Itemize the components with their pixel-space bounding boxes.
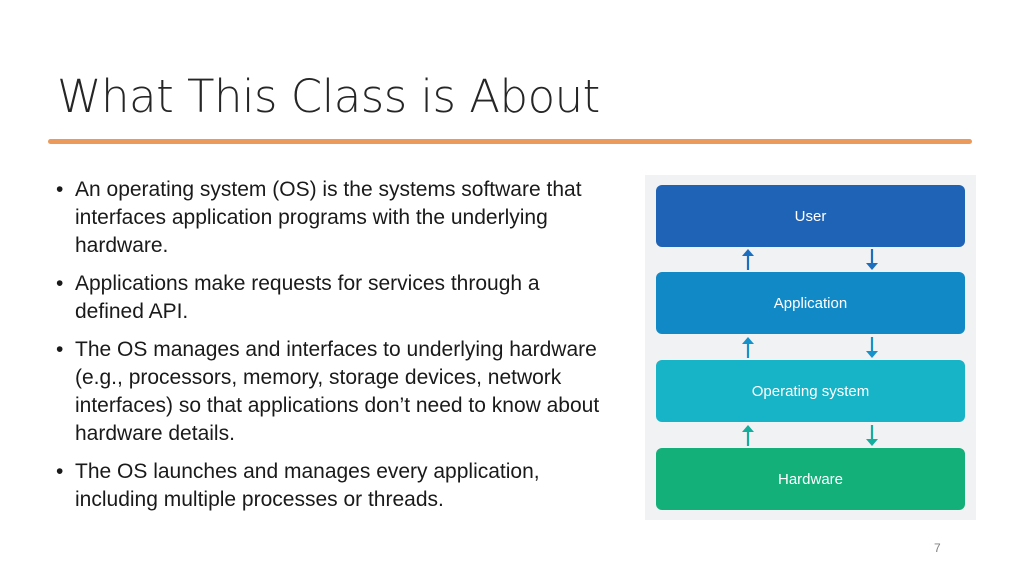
- bullet-item: • Applications make requests for service…: [53, 270, 613, 326]
- layer-arrows: [742, 249, 878, 446]
- bullet-dot: •: [56, 460, 64, 483]
- layer-hardware: Hardware: [656, 448, 965, 510]
- bullet-dot: •: [56, 272, 64, 295]
- bullet-list: • An operating system (OS) is the system…: [53, 176, 613, 524]
- up-arrow-icon: [742, 249, 754, 270]
- up-arrow-icon: [742, 337, 754, 358]
- layer-label: User: [794, 207, 827, 225]
- bullet-item: • An operating system (OS) is the system…: [53, 176, 613, 260]
- down-arrow-icon: [866, 425, 878, 446]
- down-arrow-icon: [866, 337, 878, 358]
- page-number: 7: [934, 541, 941, 555]
- layer-user: User: [656, 185, 965, 247]
- layer-label: Operating system: [751, 382, 870, 400]
- bullet-dot: •: [56, 338, 64, 361]
- bullet-text: Applications make requests for services …: [75, 272, 540, 323]
- os-layer-diagram: User Application Operating system Hardwa…: [645, 175, 976, 520]
- bullet-text: An operating system (OS) is the systems …: [75, 178, 582, 257]
- bullet-text: The OS launches and manages every applic…: [75, 460, 540, 511]
- bullet-item: • The OS manages and interfaces to under…: [53, 336, 613, 448]
- bullet-dot: •: [56, 178, 64, 201]
- bullet-text: The OS manages and interfaces to underly…: [75, 338, 600, 445]
- title-underline: [48, 139, 972, 144]
- arrow-pair: [742, 337, 878, 358]
- layer-application: Application: [656, 272, 965, 334]
- slide-title: What This Class is About: [57, 70, 600, 123]
- layer-label: Application: [773, 294, 848, 312]
- arrow-pair: [742, 249, 878, 270]
- layer-operating-system: Operating system: [656, 360, 965, 422]
- down-arrow-icon: [866, 249, 878, 270]
- arrow-pair: [742, 425, 878, 446]
- up-arrow-icon: [742, 425, 754, 446]
- layer-label: Hardware: [777, 470, 844, 488]
- bullet-item: • The OS launches and manages every appl…: [53, 458, 613, 514]
